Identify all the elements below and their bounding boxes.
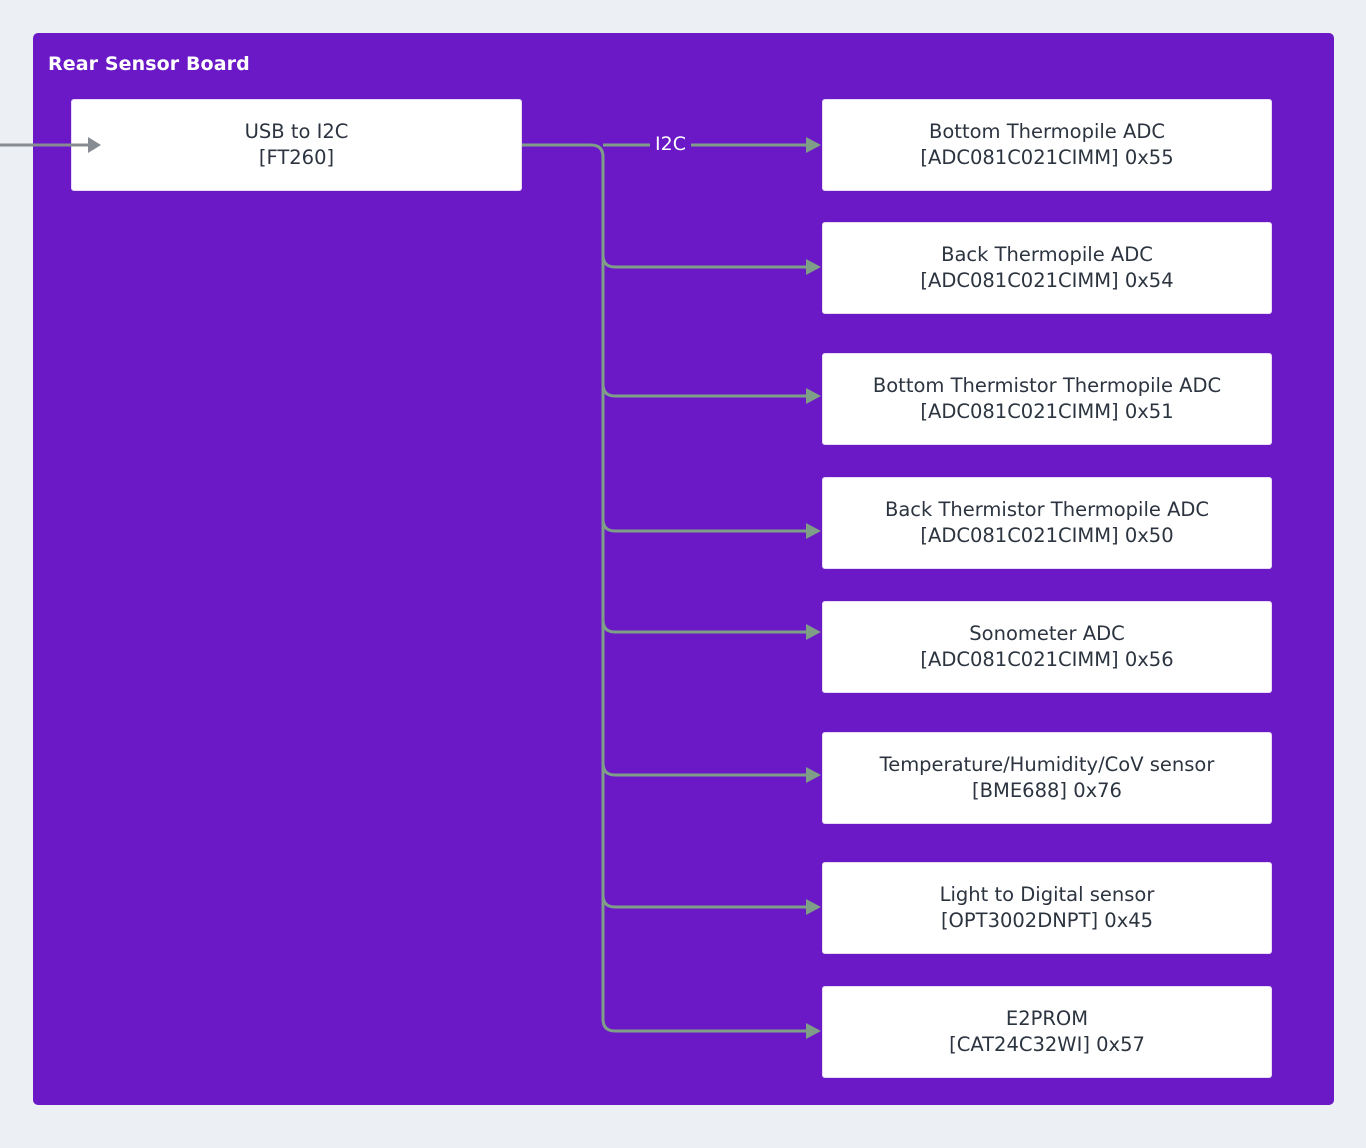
bus-label-i2c: I2C <box>650 133 691 155</box>
node-part: [OPT3002DNPT] 0x45 <box>940 909 1154 932</box>
node-part: [ADC081C021CIMM] 0x54 <box>920 269 1174 292</box>
board-title: Rear Sensor Board <box>48 53 250 75</box>
node-label: E2PROM <box>1005 1007 1089 1031</box>
node-back-thermopile-adc[interactable]: Back Thermopile ADC [ADC081C021CIMM] 0x5… <box>822 222 1272 314</box>
node-label: Temperature/Humidity/CoV sensor <box>879 753 1215 777</box>
node-temperature-humidity-cov-sensor[interactable]: Temperature/Humidity/CoV sensor [BME688]… <box>822 732 1272 824</box>
node-label: Back Thermopile ADC <box>941 243 1153 267</box>
node-part: [ADC081C021CIMM] 0x56 <box>920 648 1174 671</box>
node-bottom-thermistor-thermopile-adc[interactable]: Bottom Thermistor Thermopile ADC [ADC081… <box>822 353 1272 445</box>
node-back-thermistor-thermopile-adc[interactable]: Back Thermistor Thermopile ADC [ADC081C0… <box>822 477 1272 569</box>
node-label: Back Thermistor Thermopile ADC <box>884 498 1210 522</box>
node-e2prom[interactable]: E2PROM [CAT24C32WI] 0x57 <box>822 986 1272 1078</box>
node-label: Light to Digital sensor <box>939 883 1155 907</box>
node-part: [ADC081C021CIMM] 0x50 <box>920 524 1174 547</box>
node-light-to-digital-sensor[interactable]: Light to Digital sensor [OPT3002DNPT] 0x… <box>822 862 1272 954</box>
node-label: Bottom Thermistor Thermopile ADC <box>872 374 1222 398</box>
node-label: Bottom Thermopile ADC <box>929 120 1165 144</box>
node-usb-to-i2c-part: [FT260] <box>258 146 335 169</box>
node-bottom-thermopile-adc[interactable]: Bottom Thermopile ADC [ADC081C021CIMM] 0… <box>822 99 1272 191</box>
node-part: [ADC081C021CIMM] 0x55 <box>920 146 1174 169</box>
node-part: [ADC081C021CIMM] 0x51 <box>920 400 1174 423</box>
node-part: [BME688] 0x76 <box>972 779 1122 802</box>
node-usb-to-i2c-name: USB to I2C <box>244 120 349 144</box>
node-usb-to-i2c[interactable]: USB to I2C [FT260] <box>71 99 522 191</box>
node-label: Sonometer ADC <box>969 622 1125 646</box>
node-sonometer-adc[interactable]: Sonometer ADC [ADC081C021CIMM] 0x56 <box>822 601 1272 693</box>
node-part: [CAT24C32WI] 0x57 <box>949 1033 1145 1056</box>
